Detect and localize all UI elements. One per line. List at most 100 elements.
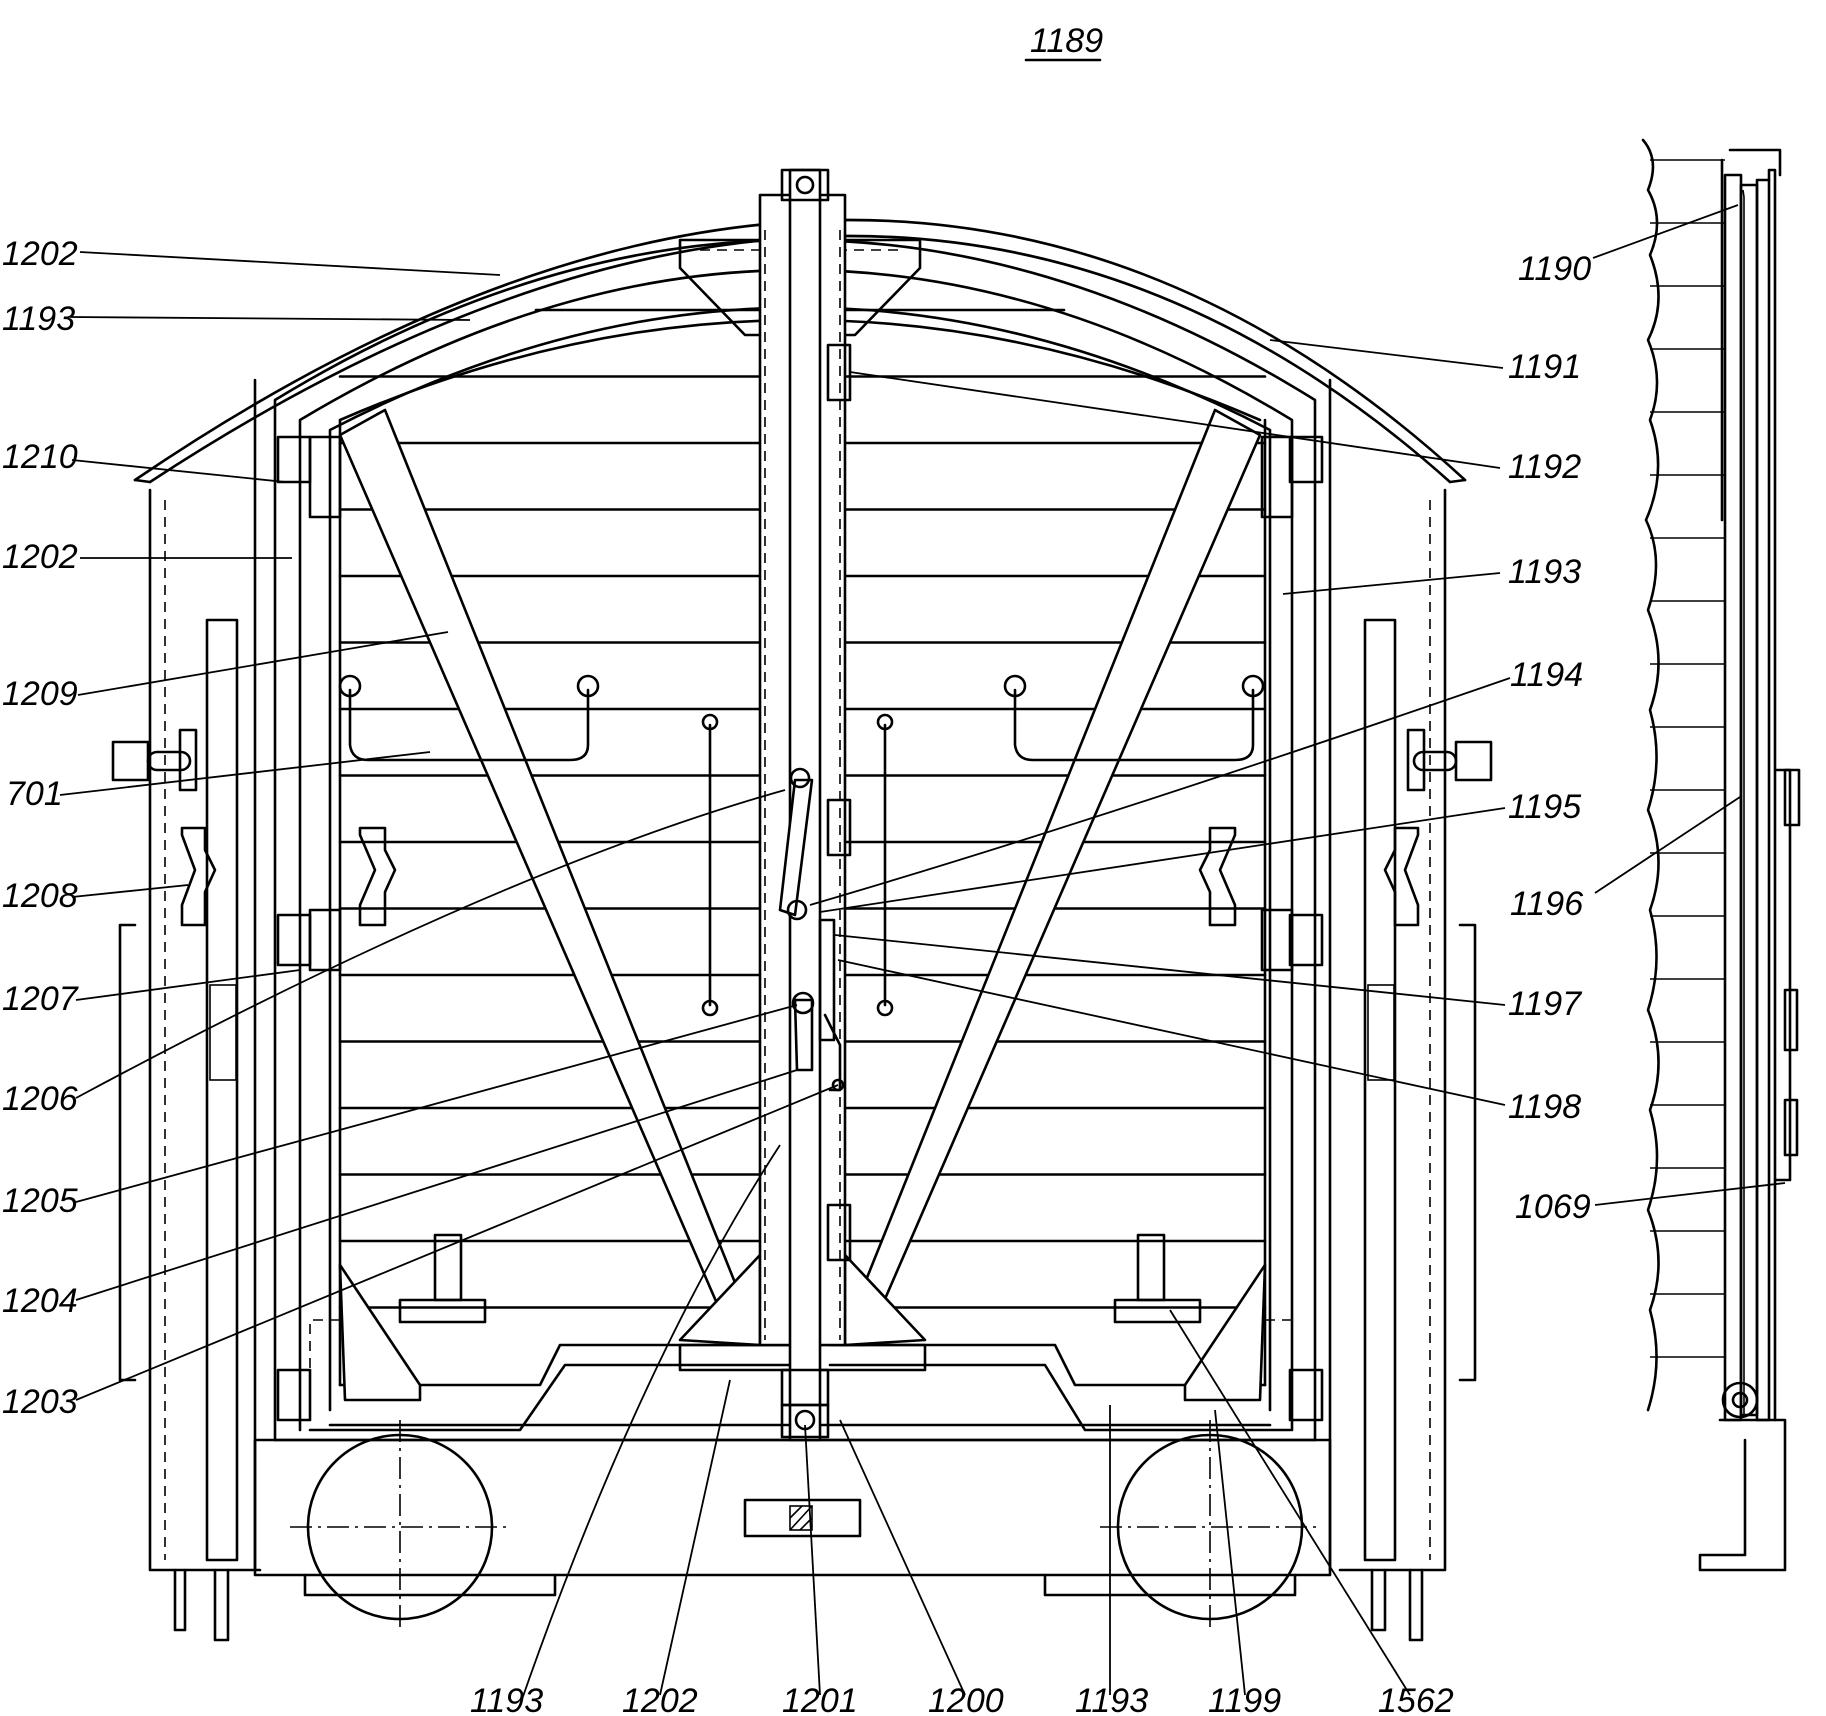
right-handle-pivot-b — [1241, 674, 1265, 698]
section-lock-lower — [1783, 1098, 1799, 1157]
locking-lever — [778, 778, 814, 917]
leader-1562 — [1169, 1309, 1411, 1696]
callout-1193-c: 1193 — [470, 1682, 543, 1716]
section-top-frame — [1720, 148, 1782, 522]
left-brackets — [173, 1568, 230, 1642]
left-side-pilaster — [205, 618, 239, 1562]
leader-1209 — [77, 631, 449, 696]
right-bottom-rest-post — [1136, 1233, 1166, 1302]
right-footstep — [1043, 1573, 1297, 1597]
section-door-outer-edge — [1767, 168, 1777, 1422]
left-footstep — [303, 1573, 557, 1597]
hinges — [276, 435, 1324, 1422]
left-side-handle — [118, 923, 137, 1382]
bottom-left-corner-gusset — [338, 1263, 422, 1402]
callout-1193-a: 1193 — [2, 300, 75, 338]
callout-1197: 1197 — [1508, 985, 1582, 1023]
catch-plate — [818, 918, 836, 1042]
callout-1205: 1205 — [2, 1182, 78, 1220]
leader-1191 — [1269, 339, 1504, 369]
hinge-top-left — [276, 435, 312, 484]
right-side-handle — [1458, 923, 1477, 1382]
section-insulation-texture — [1742, 189, 1745, 1415]
right-door-handle — [1013, 688, 1255, 762]
leader-1205 — [75, 1004, 798, 1203]
left-bottom-rest-post — [433, 1233, 463, 1302]
callout-1191: 1191 — [1508, 348, 1581, 386]
hinge-strap-top-left — [308, 435, 342, 519]
leader-1192 — [849, 371, 1501, 469]
leader-1193-a — [69, 316, 471, 321]
callout-1195: 1195 — [1508, 788, 1581, 826]
callout-labels: 1202 1193 1210 1202 1209 701 1208 1207 1… — [2, 235, 1591, 1716]
callout-1201: 1201 — [782, 1682, 858, 1716]
latch-hook — [793, 998, 814, 1072]
hinge-middle-right — [1288, 913, 1324, 967]
section-bottom-sill — [1698, 1418, 1787, 1572]
right-side-latch — [1406, 728, 1493, 792]
leader-1202-c — [659, 1379, 731, 1696]
hinge-bottom-left — [276, 1368, 312, 1422]
leader-1208 — [71, 884, 189, 898]
figure-number: 1189 — [1024, 22, 1103, 62]
leader-701 — [59, 751, 431, 796]
door-leaves — [276, 168, 1324, 1442]
left-buffer-centerline — [290, 1420, 510, 1630]
section-lock-housing — [1774, 768, 1792, 1182]
callout-1562: 1562 — [1378, 1682, 1454, 1716]
leader-1198 — [837, 959, 1506, 1106]
section-wall-slats — [1650, 159, 1725, 1358]
left-vertical-grip-top — [701, 713, 719, 731]
bottom-right-corner-gusset — [1183, 1263, 1267, 1402]
hinge-strap-top-right — [1260, 435, 1294, 519]
right-brackets — [1370, 1568, 1424, 1642]
lower-guide-bracket — [826, 1203, 852, 1262]
leader-1190 — [1592, 204, 1739, 259]
roof-eave-left — [133, 478, 152, 484]
leader-1194 — [809, 677, 1511, 906]
bottom-rail-upper — [338, 1343, 1267, 1387]
leader-1206 — [75, 789, 786, 1099]
leader-1210 — [71, 459, 286, 483]
middle-guide-bracket — [826, 798, 852, 857]
leader-1195 — [819, 807, 1506, 913]
left-leaf-stop — [358, 826, 397, 927]
leader-1201 — [804, 1424, 821, 1696]
hinge-middle-left — [276, 913, 312, 967]
callout-1202-a: 1202 — [2, 235, 78, 273]
callout-1202-b: 1202 — [2, 538, 78, 576]
callout-1202-c: 1202 — [622, 1682, 698, 1716]
leader-1197 — [834, 934, 1506, 1006]
callout-1190: 1190 — [1518, 250, 1591, 288]
right-vertical-grip-bottom — [876, 999, 894, 1017]
top-gusset — [678, 238, 922, 337]
leader-1069 — [1594, 1182, 1786, 1206]
leader-1204 — [75, 1069, 798, 1301]
leader-1193-b — [1282, 572, 1501, 595]
callout-1209: 1209 — [2, 675, 78, 713]
callout-1210: 1210 — [2, 438, 78, 476]
door-planks — [338, 308, 1267, 1309]
leader-1199 — [1214, 1409, 1246, 1696]
right-vertical-grip-top — [876, 713, 894, 731]
left-vertical-grip-bottom — [701, 999, 719, 1017]
leader-lines — [59, 204, 1786, 1706]
callout-1193-d: 1193 — [1075, 1682, 1148, 1716]
hinge-top-right — [1288, 435, 1324, 484]
hinge-strap-middle-right — [1260, 908, 1294, 972]
left-handle-pivot-a — [338, 674, 362, 698]
bottom-right-hidden — [1265, 1319, 1293, 1410]
left-door-stop — [180, 826, 217, 927]
leader-1200 — [839, 1419, 966, 1696]
callout-701: 701 — [6, 775, 63, 813]
latch-tongue-pin — [831, 1078, 845, 1092]
callout-1196: 1196 — [1510, 885, 1583, 923]
left-side-latch — [111, 728, 198, 792]
bottom-left-hidden — [309, 1319, 340, 1410]
callout-1194: 1194 — [1510, 656, 1583, 694]
lever-pivot-top — [789, 767, 811, 789]
callout-1207: 1207 — [2, 980, 79, 1018]
right-leaf-stop — [1198, 826, 1237, 927]
